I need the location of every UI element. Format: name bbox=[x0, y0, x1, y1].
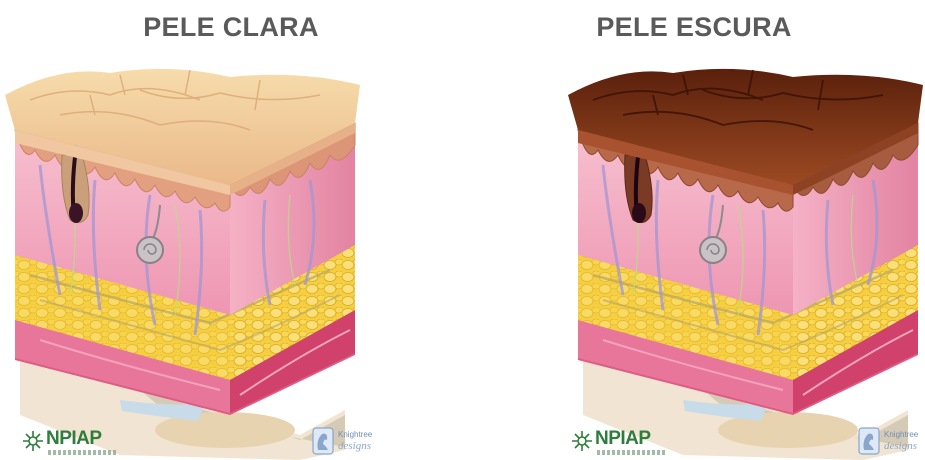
knightree-text: Knightree bbox=[338, 430, 372, 439]
skin-cross-section-dark bbox=[463, 55, 925, 460]
panel-light-skin: PELE CLARA bbox=[0, 0, 462, 460]
npiap-logo-text: NPIAP bbox=[46, 428, 102, 450]
panel-title-dark-skin: PELE ESCURA bbox=[463, 12, 925, 43]
designs-text: designs bbox=[884, 440, 917, 452]
knightree-designs-logo: Knightree designs bbox=[312, 424, 392, 458]
panel-dark-skin: PELE ESCURA bbox=[463, 0, 925, 460]
npiap-tagline bbox=[597, 450, 667, 455]
knightree-designs-logo: Knightree designs bbox=[858, 424, 925, 458]
npiap-logo-text: NPIAP bbox=[595, 428, 651, 450]
skin-cross-section-light bbox=[0, 55, 462, 460]
knightree-designs-mark-icon bbox=[312, 426, 334, 456]
npiap-logo: NPIAP bbox=[571, 426, 721, 456]
npiap-starburst-icon bbox=[22, 430, 44, 452]
npiap-logo: NPIAP bbox=[22, 426, 172, 456]
knightree-text: Knightree bbox=[884, 430, 918, 439]
designs-text: designs bbox=[338, 440, 371, 452]
npiap-starburst-icon bbox=[571, 430, 593, 452]
panel-title-light-skin: PELE CLARA bbox=[0, 12, 462, 43]
knightree-designs-mark-icon bbox=[858, 426, 880, 456]
npiap-tagline bbox=[48, 450, 118, 455]
